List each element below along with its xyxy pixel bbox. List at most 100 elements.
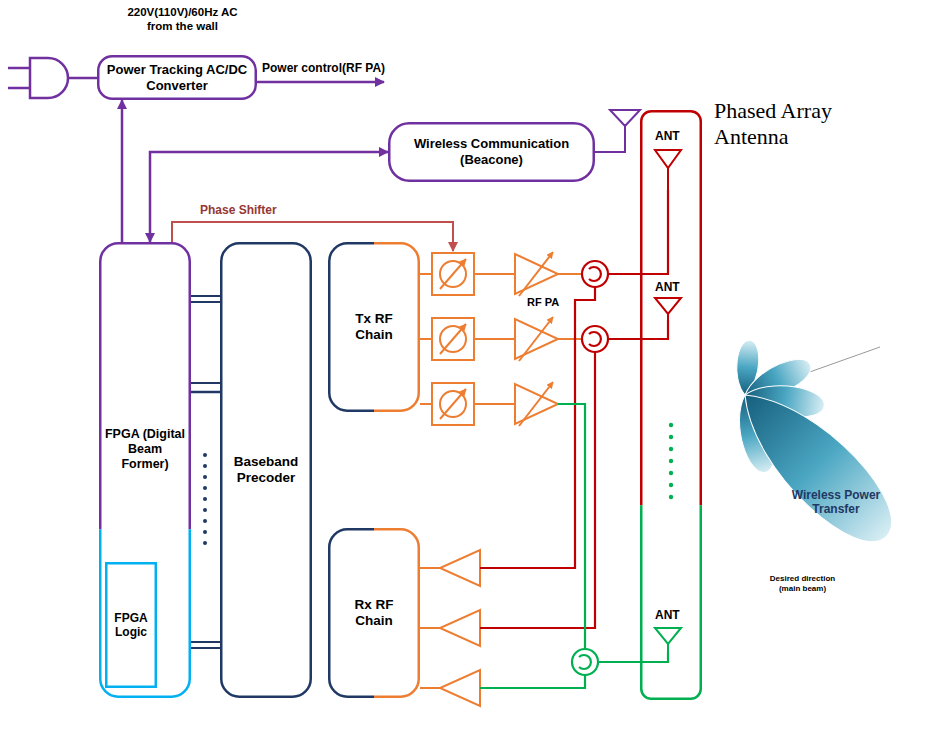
power-plug	[30, 58, 68, 98]
process-box: Tx RF Chain	[328, 242, 420, 412]
rx-lna	[420, 550, 480, 706]
green-feed-wire	[480, 404, 668, 688]
process-box: Power Tracking AC/DC Converter	[97, 55, 257, 100]
ellipsis-dots	[203, 530, 207, 534]
rx-lna	[420, 567, 440, 569]
box-outline	[221, 243, 311, 697]
process-box: Wireless Communication (Beacone)	[388, 122, 595, 182]
rx-lna	[420, 627, 440, 629]
ellipsis-dots	[203, 497, 207, 501]
ellipsis-dots	[203, 519, 207, 523]
antenna-element	[655, 628, 681, 652]
connector	[150, 152, 388, 242]
box-outline	[374, 243, 419, 411]
box-outline	[100, 243, 190, 529]
phase-shifter-line	[172, 222, 453, 251]
tx-chain-components	[432, 253, 474, 295]
antenna-element	[655, 150, 681, 190]
process-box: FPGA (Digital Beam Former) FPGA Logic	[99, 242, 191, 698]
annotation-label: RF PA	[527, 296, 572, 309]
bus-line	[191, 296, 220, 648]
annotation-label: Desired direction (main beam)	[760, 574, 845, 593]
tx-chain-components	[420, 338, 515, 340]
antenna-element	[655, 298, 681, 320]
tx-chain-components	[440, 324, 466, 354]
tx-chain-components	[420, 252, 582, 426]
box-outline	[641, 505, 701, 698]
red-feed-wire	[589, 332, 601, 346]
tx-chain-components	[519, 317, 553, 361]
ellipsis-dots	[669, 423, 673, 427]
annotation-label: Power control(RF PA)	[262, 61, 402, 75]
radiation-pattern	[721, 371, 910, 560]
box-label: Rx RF Chain	[343, 597, 405, 629]
beacon-antenna	[595, 110, 640, 152]
box-outline	[389, 123, 594, 181]
annotation-label: Wireless Power Transfer	[790, 488, 882, 517]
red-feed-wire	[608, 320, 668, 339]
red-feed-wire	[589, 267, 601, 281]
power-control-arrow	[257, 81, 384, 84]
red-feed-wire	[582, 326, 608, 352]
rx-lna	[440, 670, 480, 706]
green-feed-wire	[598, 652, 668, 662]
ellipsis-dots	[203, 541, 207, 545]
connector	[121, 100, 124, 242]
phase-shifter-line	[172, 222, 453, 251]
tx-chain-components	[432, 318, 474, 360]
tx-chain-components	[420, 273, 515, 275]
ellipsis-dots	[203, 475, 207, 479]
tx-chain-components	[420, 403, 515, 405]
ellipsis-dots	[669, 423, 673, 499]
box-label: Wireless Communication (Beacone)	[392, 136, 591, 167]
annotation-label: ANT	[655, 280, 695, 294]
box-label: Power Tracking AC/DC Converter	[101, 62, 253, 93]
annotation-label: ANT	[655, 129, 695, 143]
red-feed-wire	[608, 190, 668, 274]
ellipsis-dots	[203, 486, 207, 490]
beacon-antenna	[595, 110, 640, 152]
rx-lna	[440, 610, 480, 646]
tx-chain-components	[519, 382, 553, 426]
array-title: Phased Array Antenna	[714, 98, 864, 151]
tx-chain-components	[440, 259, 466, 289]
power-plug	[8, 58, 97, 98]
green-feed-wire	[579, 655, 591, 669]
tx-chain-components	[432, 383, 474, 425]
ellipsis-dots	[669, 459, 673, 463]
box-outline	[329, 529, 374, 697]
power-plug	[8, 68, 97, 88]
box-outline	[100, 529, 190, 696]
annotation-label: 220V(110V)/60Hz AC from the wall	[120, 6, 245, 34]
rx-lna	[440, 550, 480, 586]
ellipsis-dots	[203, 453, 207, 545]
tx-chain-components	[440, 389, 466, 419]
box-label: Baseband Precoder	[224, 454, 308, 486]
box-outline	[106, 563, 156, 687]
red-feed-wire	[480, 352, 595, 628]
red-feed-wire	[480, 190, 668, 628]
power-control-arrow	[257, 81, 384, 84]
ellipsis-dots	[669, 483, 673, 487]
rx-lna	[420, 687, 440, 689]
ellipsis-dots	[203, 464, 207, 468]
box-outline	[641, 111, 701, 505]
tx-chain-components	[519, 252, 553, 296]
ellipsis-dots	[669, 471, 673, 475]
annotation-label: ANT	[655, 608, 695, 622]
red-feed-wire	[582, 261, 608, 287]
box-label: FPGA (Digital Beam Former)	[103, 427, 187, 472]
box-label: FPGA Logic	[109, 611, 153, 640]
ellipsis-dots	[669, 495, 673, 499]
ellipsis-dots	[203, 453, 207, 457]
box-outline	[98, 56, 256, 99]
ellipsis-dots	[669, 447, 673, 451]
bus-line	[191, 296, 220, 648]
connector	[191, 391, 220, 394]
red-feed-wire	[480, 287, 595, 568]
antenna-element	[655, 150, 681, 320]
antenna-element	[655, 628, 681, 652]
process-box: Baseband Precoder	[220, 242, 312, 698]
radiation-pattern	[721, 339, 910, 560]
